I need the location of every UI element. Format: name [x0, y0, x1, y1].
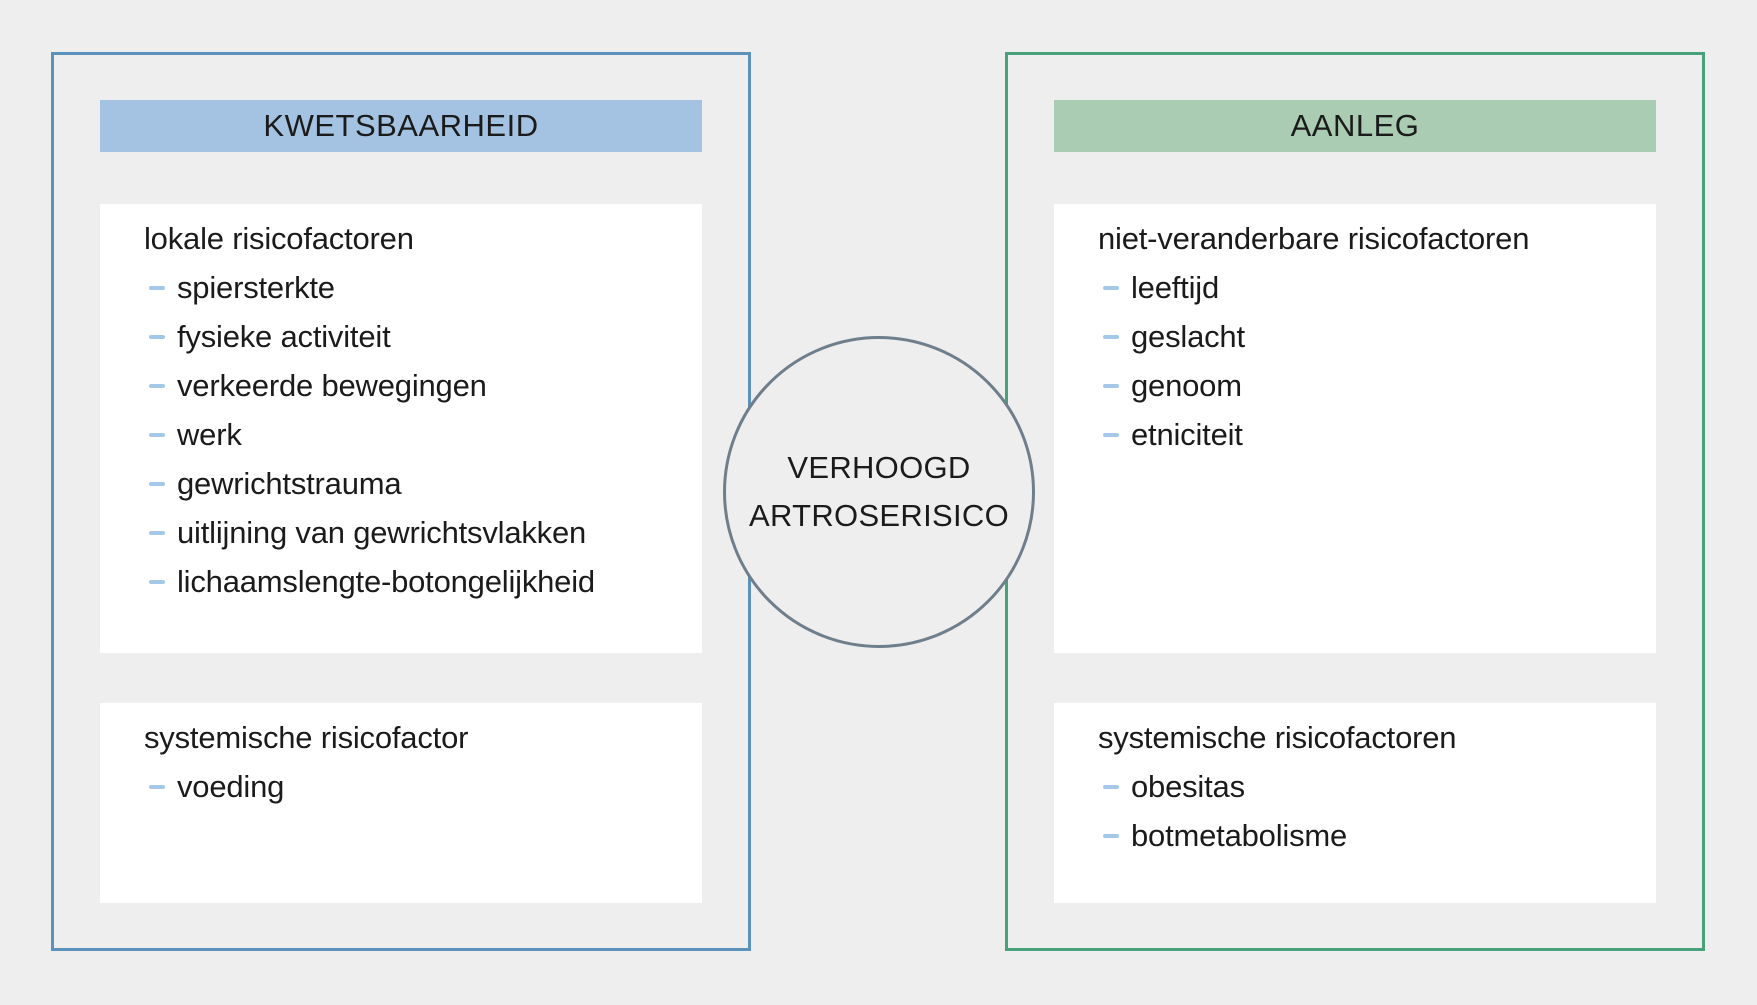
list-item: fysieke activiteit: [144, 312, 674, 361]
panel-aanleg: AANLEG niet-veranderbare risicofactoren …: [1005, 52, 1705, 951]
dash-icon: [1103, 833, 1119, 838]
dash-icon: [149, 285, 165, 290]
box-systemische-risicofactor: systemische risicofactor voeding: [100, 703, 702, 903]
dash-icon: [1103, 334, 1119, 339]
list-item: uitlijning van gewrichtsvlakken: [144, 508, 674, 557]
box-systemische-risicofactoren: systemische risicofactoren obesitas botm…: [1054, 703, 1656, 903]
dash-icon: [1103, 285, 1119, 290]
list-item: voeding: [144, 762, 674, 811]
list-item-label: voeding: [177, 769, 285, 804]
dash-icon: [149, 432, 165, 437]
box-title: lokale risicofactoren: [144, 221, 414, 256]
panel-kwetsbaarheid-header: KWETSBAARHEID: [100, 100, 702, 152]
list-item: werk: [144, 410, 674, 459]
list-item-label: geslacht: [1131, 319, 1245, 354]
list-item-label: obesitas: [1131, 769, 1245, 804]
list-item-label: genoom: [1131, 368, 1242, 403]
list-item-label: spiersterkte: [177, 270, 335, 305]
panel-kwetsbaarheid-header-label: KWETSBAARHEID: [263, 108, 539, 143]
list-item: obesitas: [1098, 762, 1628, 811]
dash-icon: [1103, 784, 1119, 789]
list-item: spiersterkte: [144, 263, 674, 312]
list-item: gewrichtstrauma: [144, 459, 674, 508]
list-item-label: gewrichtstrauma: [177, 466, 402, 501]
list-item-label: botmetabolisme: [1131, 818, 1348, 853]
list-item-label: verkeerde bewegingen: [177, 368, 487, 403]
box-title: systemische risicofactoren: [1098, 720, 1457, 755]
panel-aanleg-header: AANLEG: [1054, 100, 1656, 152]
dash-icon: [1103, 383, 1119, 388]
circle-label-line2: ARTROSERISICO: [749, 498, 1009, 533]
circle-label-line1: VERHOOGD: [787, 450, 971, 485]
list-item: verkeerde bewegingen: [144, 361, 674, 410]
panel-aanleg-header-label: AANLEG: [1290, 108, 1420, 143]
list-item-label: uitlijning van gewrichtsvlakken: [177, 515, 587, 550]
list-item: leeftijd: [1098, 263, 1628, 312]
list-item: botmetabolisme: [1098, 811, 1628, 860]
list-item: genoom: [1098, 361, 1628, 410]
list-item-label: lichaamslengte-botongelijkheid: [177, 564, 595, 599]
box-title: niet-veranderbare risicofactoren: [1098, 221, 1530, 256]
dash-icon: [149, 383, 165, 388]
list-item: lichaamslengte-botongelijkheid: [144, 557, 674, 606]
list-item: geslacht: [1098, 312, 1628, 361]
list-item: etniciteit: [1098, 410, 1628, 459]
list-item-label: etniciteit: [1131, 417, 1243, 452]
dash-icon: [149, 334, 165, 339]
list-item-label: fysieke activiteit: [177, 319, 391, 354]
dash-icon: [149, 481, 165, 486]
dash-icon: [149, 579, 165, 584]
panel-kwetsbaarheid: KWETSBAARHEID lokale risicofactoren spie…: [51, 52, 751, 951]
list-item-label: werk: [177, 417, 242, 452]
box-niet-veranderbare-risicofactoren: niet-veranderbare risicofactoren leeftij…: [1054, 204, 1656, 653]
dash-icon: [149, 784, 165, 789]
box-lokale-risicofactoren: lokale risicofactoren spiersterkte fysie…: [100, 204, 702, 653]
verhoogd-artroserisico-circle: VERHOOGD ARTROSERISICO: [723, 336, 1035, 648]
list-item-label: leeftijd: [1131, 270, 1220, 305]
dash-icon: [149, 530, 165, 535]
box-title: systemische risicofactor: [144, 720, 469, 755]
dash-icon: [1103, 432, 1119, 437]
